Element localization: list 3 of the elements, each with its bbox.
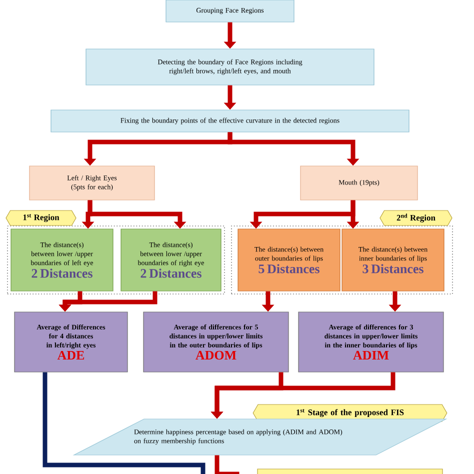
region-tag: 1$^{st}$ Region: [6, 210, 76, 226]
stage-tag: [257, 468, 443, 474]
region-tag: 2$^{nd}$ Region: [380, 210, 452, 226]
